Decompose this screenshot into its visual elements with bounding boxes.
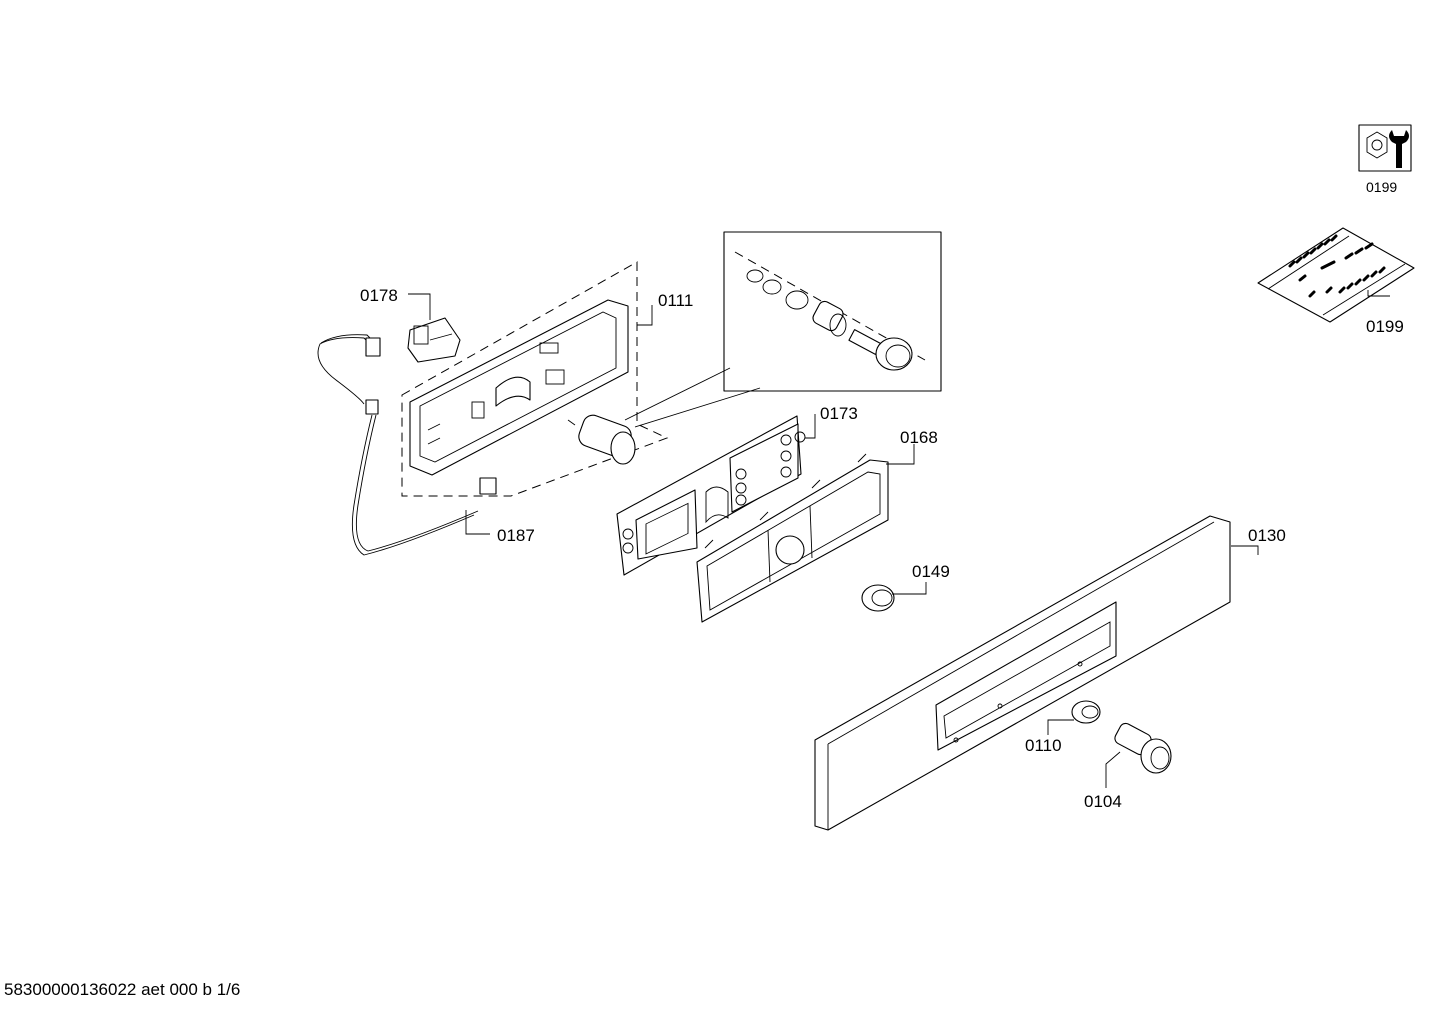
knob-part (1114, 722, 1172, 774)
callout-0178: 0178 (360, 286, 398, 305)
front-panel (814, 515, 1231, 831)
callout-0199-tool: 0199 (1366, 179, 1397, 195)
wrench-and-nut-icon (1358, 124, 1412, 172)
rotary-encoder (567, 414, 636, 465)
callout-0173: 0173 (820, 404, 858, 423)
callout-0149: 0149 (912, 562, 950, 581)
display-pcb (616, 415, 806, 576)
switch-part (407, 317, 461, 363)
document-id: 58300000136022 aet 000 b 1/6 (4, 980, 241, 999)
callout-0168: 0168 (900, 428, 938, 447)
callout-0111: 0111 (658, 291, 693, 310)
callout-0110: 0110 (1025, 736, 1062, 755)
screw-bag (1257, 227, 1415, 323)
ring-part (861, 584, 895, 612)
control-frame (409, 299, 629, 476)
callout-0187: 0187 (497, 526, 535, 545)
callout-0199-bag: 0199 (1366, 317, 1404, 336)
bezel-part (1071, 700, 1101, 724)
callout-0130: 0130 (1248, 526, 1286, 545)
cover-frame (696, 453, 889, 623)
wire-harness (317, 334, 497, 556)
group-outline-0111 (401, 261, 669, 497)
callout-0104: 0104 (1084, 792, 1122, 811)
detail-inset-knob-assembly (723, 231, 942, 392)
